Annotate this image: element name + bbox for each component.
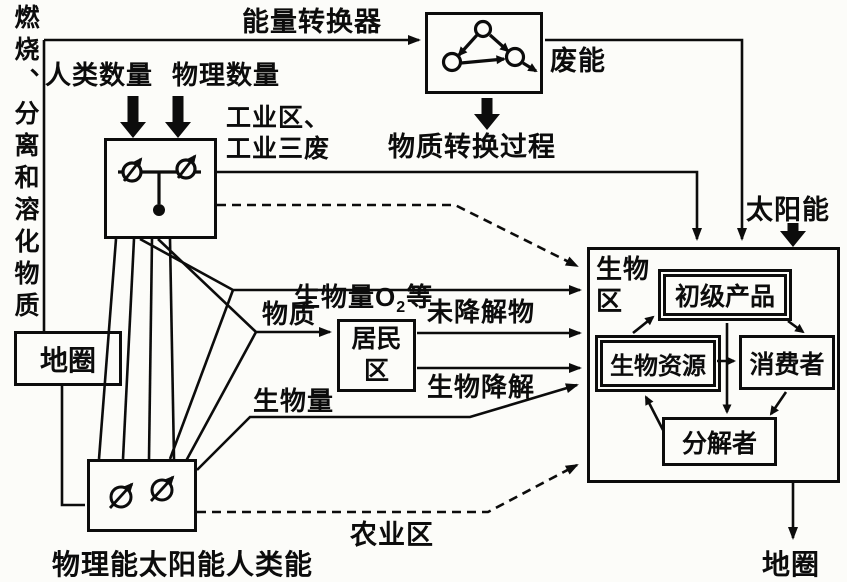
fan-line-4 (168, 238, 176, 460)
fan-line-1 (97, 238, 118, 460)
human-quantity-label: 人类数量 (45, 60, 154, 90)
matter-label: 物质 (262, 299, 317, 329)
geosphere-label-bottom: 地圈 (762, 549, 821, 580)
bottom-energy-label: 物理能太阳能人类能 (52, 549, 314, 580)
line-geosphere-to-meters (60, 386, 85, 507)
physical-quantity-label: 物理数量 (172, 60, 281, 90)
biomass-o2-post: 等 (406, 281, 434, 312)
industrial-zone-label: 工业区、 工业三废 (226, 104, 331, 163)
energy-converter-label: 能量转换器 (242, 7, 382, 37)
geosphere-left-text: 地圈 (39, 344, 96, 376)
arrow-decomposers-to-resources (644, 395, 665, 431)
decomposers-text: 分解者 (681, 429, 757, 458)
thick-arrow-matter-conversion (474, 98, 500, 130)
biomass-o2-pre: 生物量O (294, 281, 397, 312)
primary-products-box: 初级产品 (658, 269, 792, 321)
solar-energy-label: 太阳能 (746, 195, 830, 225)
energy-meter-box (87, 459, 197, 532)
decomposers-box: 分解者 (662, 417, 777, 466)
biodegradation-label: 生物降解 (427, 372, 536, 402)
arrow-converter-to-biozone (545, 38, 747, 241)
industrial-box (104, 138, 217, 239)
bio-zone-label: 生物 区 (596, 254, 651, 316)
gauge-dials-icon (118, 154, 201, 216)
dashed-flow-lines (197, 203, 579, 514)
undegraded-matter-label: 未降解物 (427, 297, 536, 327)
energy-converter-box (425, 12, 543, 94)
matter-conversion-label: 物质转换过程 (388, 132, 556, 162)
biomass-o2-sub: 2 (396, 298, 407, 316)
consumers-box: 消费者 (739, 335, 835, 390)
fan-line-2 (121, 238, 136, 460)
pulley-circles-icon (441, 19, 538, 73)
biomass-o2-label: 生物量O2等 (294, 250, 433, 317)
geosphere-box-left: 地圈 (14, 331, 122, 386)
arrow-biomass (196, 383, 579, 471)
thick-arrow-solar-energy (780, 223, 806, 247)
residential-zone-box: 居民 区 (337, 319, 416, 392)
bio-resources-box: 生物资源 (595, 335, 721, 392)
dashed-agriculture-line (197, 463, 579, 514)
primary-products-text: 初级产品 (674, 283, 775, 311)
thick-arrows (120, 96, 806, 247)
biozone-cycle-arrows (632, 315, 805, 431)
arrow-industry-to-biozone (217, 170, 702, 241)
bio-resources-text: 生物资源 (610, 353, 706, 380)
fan-line-6 (184, 331, 258, 462)
residential-zone-text: 居民 区 (351, 325, 402, 385)
arrow-resources-to-products (632, 315, 655, 335)
flow-lines (42, 35, 798, 540)
arrow-products-to-consumers (787, 319, 805, 334)
thick-arrow-physical-quantity (165, 96, 191, 138)
consumers-text: 消费者 (749, 350, 825, 379)
fan-line-5 (168, 289, 235, 460)
dashed-industrial-waste-line (217, 203, 579, 268)
arrow-consumers-to-decomposers (769, 391, 788, 416)
meter-dials-icon (108, 475, 175, 509)
agricultural-zone-label: 农业区 (350, 520, 434, 550)
fan-line-3 (147, 238, 154, 460)
thick-arrow-human-quantity (120, 96, 146, 138)
bio-zone-box (587, 247, 840, 483)
waste-energy-label: 废能 (550, 46, 606, 76)
burning-separation-label: 燃烧、分离和溶化物质 (11, 4, 39, 324)
biomass-label: 生物量 (253, 386, 335, 416)
